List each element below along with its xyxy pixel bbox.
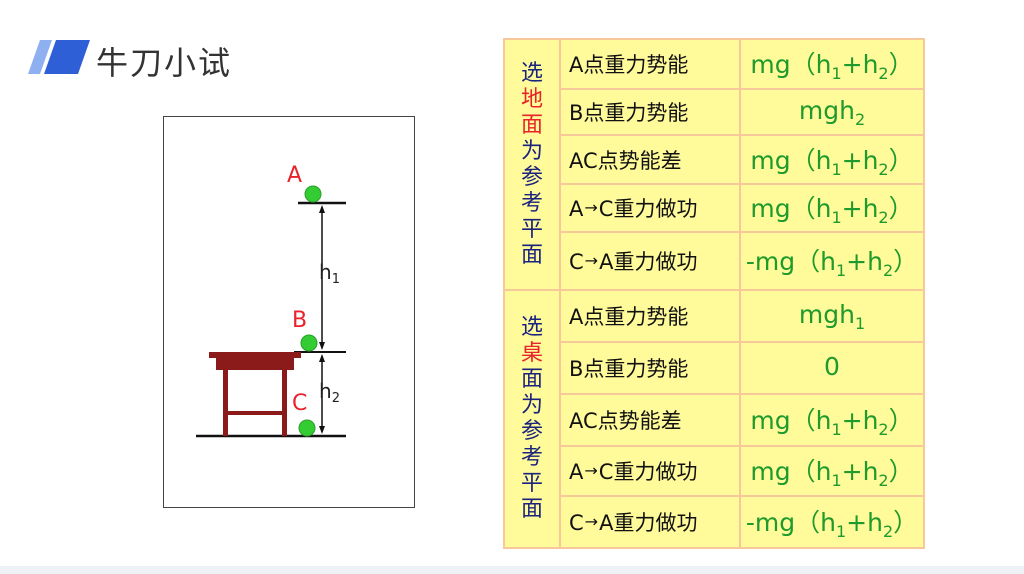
h2-arrow-bottom-icon — [319, 426, 325, 434]
value-cell: mgh2 — [739, 88, 925, 136]
value-cell: mg（h1+h2） — [739, 393, 925, 447]
value-cell: 0 — [739, 341, 925, 395]
item-cell: A点重力势能 — [559, 38, 741, 90]
value-cell: -mg（h1+h2） — [739, 495, 925, 549]
group-label-ground: 选 地 面 为 参 考 平 面 — [503, 38, 561, 291]
table-row: B点重力势能 0 — [504, 341, 925, 395]
h2-arrow-top-icon — [319, 354, 325, 362]
group-label-desk: 选 桌 面 为 参 考 平 面 — [503, 289, 561, 549]
title-accent-icon — [28, 40, 90, 74]
value-cell: mgh1 — [739, 289, 925, 343]
ball-a — [304, 185, 322, 203]
arrow-right-icon: → — [584, 251, 599, 270]
h1-arrow-bottom-icon — [319, 342, 325, 350]
point-label-a: A — [287, 163, 303, 188]
item-cell: A→C重力做功 — [559, 183, 741, 233]
energy-table: 选 地 面 为 参 考 平 面 A点重力势能 mg（h1+h2） B点重力势能 … — [503, 38, 925, 549]
arrow-right-icon: → — [584, 198, 598, 217]
item-cell: B点重力势能 — [559, 88, 741, 136]
physics-figure: A B C h1 h2 — [163, 116, 415, 508]
arrow-right-icon: → — [584, 461, 598, 480]
ball-b — [300, 334, 318, 352]
arrow-right-icon: → — [584, 512, 599, 531]
h1-arrow-top-icon — [319, 205, 325, 213]
item-cell: AC点势能差 — [559, 393, 741, 447]
table-row: 选 地 面 为 参 考 平 面 A点重力势能 mg（h1+h2） — [503, 38, 925, 291]
table-row: C→A重力做功 -mg（h1+h2） — [504, 231, 925, 291]
ball-c — [298, 419, 316, 437]
item-cell: C→A重力做功 — [559, 231, 741, 291]
table-drawing — [209, 352, 301, 436]
value-cell: -mg（h1+h2） — [739, 231, 925, 291]
value-cell: mg（h1+h2） — [739, 38, 925, 90]
bottom-strip — [0, 566, 1024, 574]
table-row: C→A重力做功 -mg（h1+h2） — [504, 495, 925, 549]
figure-drawing — [196, 185, 346, 438]
item-cell: B点重力势能 — [559, 341, 741, 395]
value-cell: mg（h1+h2） — [739, 183, 925, 233]
item-cell: A→C重力做功 — [559, 445, 741, 497]
table-row: AC点势能差 mg（h1+h2） — [504, 134, 925, 185]
table-row: AC点势能差 mg（h1+h2） — [504, 393, 925, 447]
item-cell: A点重力势能 — [559, 289, 741, 343]
page-title: 牛刀小试 — [96, 44, 233, 82]
item-cell: AC点势能差 — [559, 134, 741, 185]
table-row: A→C重力做功 mg（h1+h2） — [504, 183, 925, 233]
point-label-c: C — [292, 391, 308, 416]
item-cell: C→A重力做功 — [559, 495, 741, 549]
point-label-b: B — [292, 308, 308, 333]
value-cell: mg（h1+h2） — [739, 445, 925, 497]
table-row: B点重力势能 mgh2 — [504, 88, 925, 136]
value-cell: mg（h1+h2） — [739, 134, 925, 185]
height-label-h1: h1 — [319, 260, 340, 287]
table-row: A→C重力做功 mg（h1+h2） — [504, 445, 925, 497]
height-label-h2: h2 — [319, 379, 340, 406]
table-row: 选 桌 面 为 参 考 平 面 A点重力势能 mgh1 — [503, 289, 925, 549]
